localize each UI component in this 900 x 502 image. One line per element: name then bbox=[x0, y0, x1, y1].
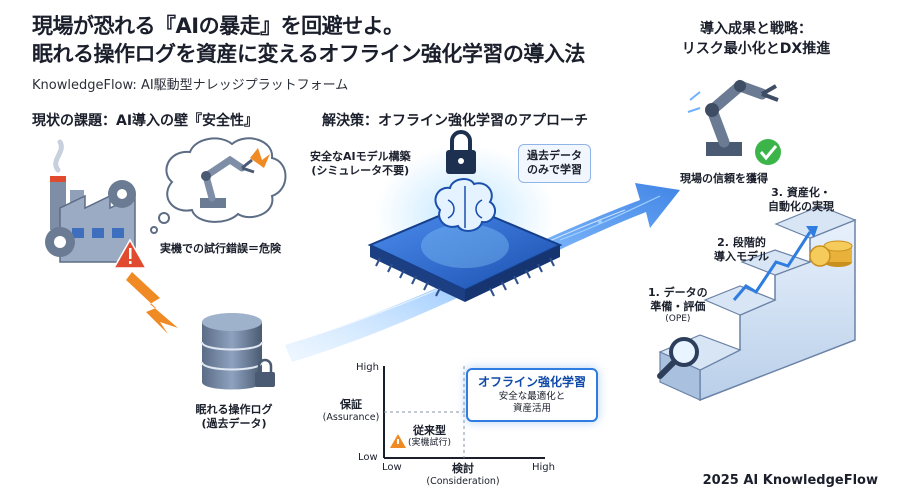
step1-line3: (OPE) bbox=[665, 313, 691, 324]
right-heading-line1: 導入成果と戦略： bbox=[700, 21, 812, 37]
gear-icon bbox=[45, 180, 136, 257]
warning-icon bbox=[112, 238, 148, 269]
past-data-line2: のみで学習 bbox=[527, 163, 582, 177]
database-icon bbox=[201, 313, 275, 390]
robot-arm-icon bbox=[687, 79, 779, 156]
right-heading-line2: リスク最小化とDX推進 bbox=[681, 40, 831, 57]
step2-label: 2. 段階的 導入モデル bbox=[714, 236, 769, 264]
thought-bubble bbox=[150, 137, 287, 234]
past-data-line1: 過去データ bbox=[527, 149, 582, 162]
step2-line1: 2. 段階的 bbox=[717, 236, 766, 249]
coin-stack-icon bbox=[809, 240, 853, 267]
step3-line1: 3. 資産化・ bbox=[771, 186, 831, 199]
x-axis-title-jp: 検討 bbox=[452, 462, 474, 475]
sleeping-logs-line2: (過去データ) bbox=[201, 416, 267, 430]
y-axis-low-label: Low bbox=[358, 452, 378, 463]
x-axis-low-label: Low bbox=[382, 462, 402, 473]
step1-line2: 準備・評価 bbox=[650, 299, 706, 313]
y-axis-high-label: High bbox=[356, 362, 379, 373]
safe-model-label: 安全なAIモデル構築 (シミュレータ不要) bbox=[310, 150, 411, 178]
step1-label: 1. データの 準備・評価 (OPE) bbox=[648, 286, 708, 325]
right-section-heading: 導入成果と戦略： リスク最小化とDX推進 bbox=[666, 20, 846, 59]
step3-line2: 自動化の実現 bbox=[768, 199, 834, 213]
conventional-line2: (実機試行) bbox=[408, 437, 452, 448]
center-section-heading: 解決策：オフライン強化学習のアプローチ bbox=[322, 113, 588, 129]
offline-rl-line1: 安全な最適化と bbox=[498, 390, 566, 402]
sleeping-logs-line1: 眠れる操作ログ bbox=[195, 403, 273, 416]
conventional-line1: 従来型 bbox=[413, 424, 447, 437]
offline-rl-line2: 資産活用 bbox=[513, 402, 552, 414]
magnifier-icon bbox=[657, 337, 699, 379]
offline-rl-title: オフライン強化学習 bbox=[478, 375, 587, 389]
x-axis-title: 検討 (Consideration) bbox=[418, 462, 508, 488]
past-data-callout: 過去データ のみで学習 bbox=[518, 144, 591, 183]
lightning-icon bbox=[126, 272, 178, 334]
page-subtitle: KnowledgeFlow: AI駆動型ナレッジプラットフォーム bbox=[32, 78, 349, 93]
robot-arm-icon bbox=[200, 148, 270, 208]
trust-label: 現場の信頼を獲得 bbox=[680, 172, 768, 185]
y-axis-title: 保証 (Assurance) bbox=[318, 398, 384, 424]
growth-arrow-icon bbox=[732, 226, 818, 301]
step2-line2: 導入モデル bbox=[714, 249, 769, 263]
x-axis-title-en: (Consideration) bbox=[426, 475, 500, 487]
page-title-line2: 眠れる操作ログを資産に変えるオフライン強化学習の導入法 bbox=[32, 42, 585, 66]
sleeping-logs-label: 眠れる操作ログ (過去データ) bbox=[188, 403, 280, 431]
lock-icon bbox=[446, 130, 476, 174]
left-section-heading: 現状の課題：AI導入の壁『安全性』 bbox=[32, 113, 259, 129]
step3-label: 3. 資産化・ 自動化の実現 bbox=[768, 186, 834, 214]
brain-chip-icon bbox=[367, 145, 563, 302]
footer-credit: 2025 AI KnowledgeFlow bbox=[702, 473, 878, 488]
step1-line1: 1. データの bbox=[648, 286, 708, 299]
check-icon bbox=[755, 139, 781, 165]
conventional-label: 従来型 (実機試行) bbox=[408, 424, 451, 449]
offline-rl-box: オフライン強化学習 安全な最適化と 資産活用 bbox=[466, 368, 599, 423]
y-axis-title-en: (Assurance) bbox=[322, 411, 380, 423]
y-axis-title-jp: 保証 bbox=[340, 398, 362, 411]
x-axis-high-label: High bbox=[532, 462, 555, 473]
page-title-line1: 現場が恐れる『AIの暴走』を回避せよ。 bbox=[32, 14, 404, 38]
trial-danger-label: 実機での試行錯誤＝危険 bbox=[160, 242, 281, 255]
factory-icon bbox=[50, 139, 136, 263]
safe-model-line1: 安全なAIモデル構築 bbox=[310, 150, 411, 163]
safe-model-line2: (シミュレータ不要) bbox=[311, 163, 410, 177]
